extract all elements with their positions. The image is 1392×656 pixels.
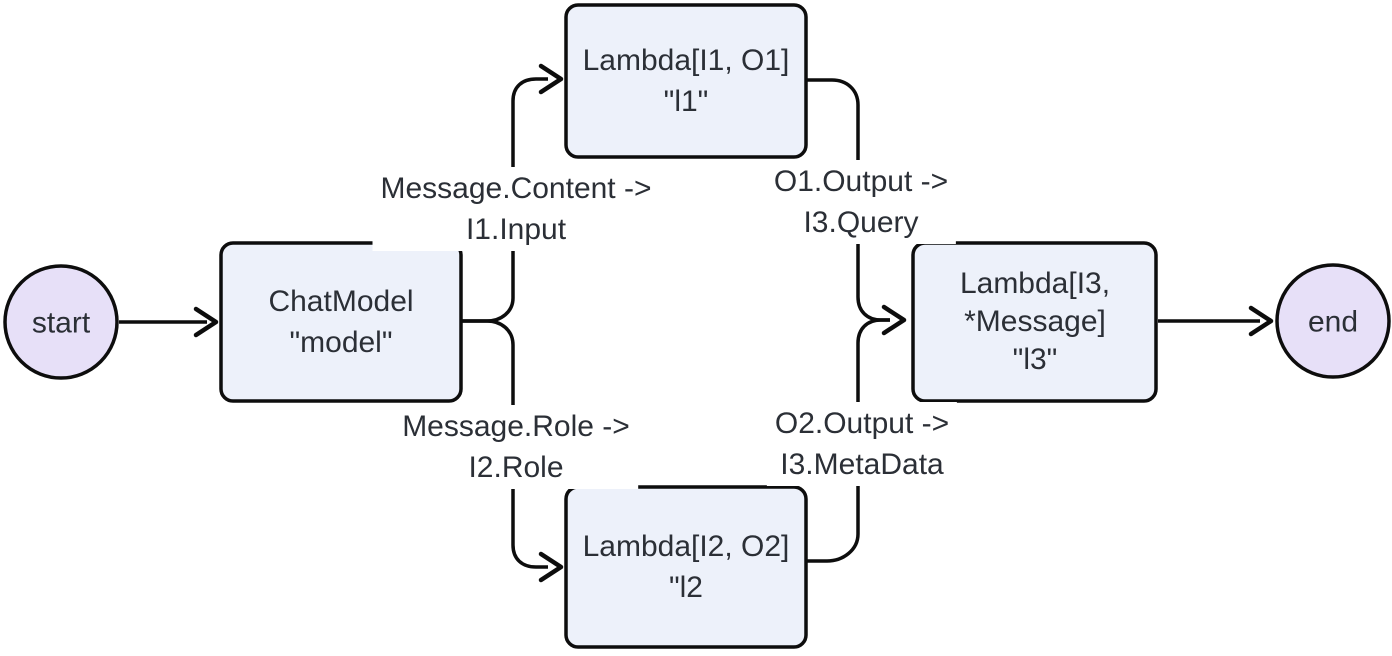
node-chatmodel-label: ChatModel "model" — [268, 285, 414, 359]
node-l3-label: Lambda[I3, *Message] "l3" — [959, 267, 1111, 376]
node-start-shape — [3, 264, 119, 380]
node-l1-shape — [564, 3, 808, 159]
arrowhead-l3-end — [1248, 305, 1274, 337]
edge-label-chatmodel-l2: Message.Role -> I2.Role — [394, 405, 638, 489]
node-end-shape — [1275, 263, 1391, 379]
edge-label-chatmodel-l1: Message.Content -> I1.Input — [372, 167, 660, 251]
node-chatmodel-shape — [219, 241, 463, 403]
node-start-label: start — [31, 306, 91, 340]
node-l1-label: Lambda[I1, O1] "l1" — [582, 44, 790, 118]
arrowhead-chatmodel-l2 — [538, 551, 564, 583]
arrowhead-chatmodel-l1 — [538, 63, 564, 95]
nodes — [3, 3, 1391, 649]
edge-label-l1-l3: O1.Output -> I3.Query — [765, 160, 957, 244]
node-l2-shape — [564, 485, 808, 649]
arrowhead-start-chatmodel — [193, 306, 219, 338]
node-l3-shape — [911, 241, 1158, 403]
arrowhead-merge-l3 — [881, 304, 907, 336]
node-l2-label: Lambda[I2, O2] "l2 — [582, 530, 790, 604]
node-end-label: end — [1307, 305, 1359, 339]
edge-label-l2-l3: O2.Output -> I3.MetaData — [766, 402, 958, 486]
